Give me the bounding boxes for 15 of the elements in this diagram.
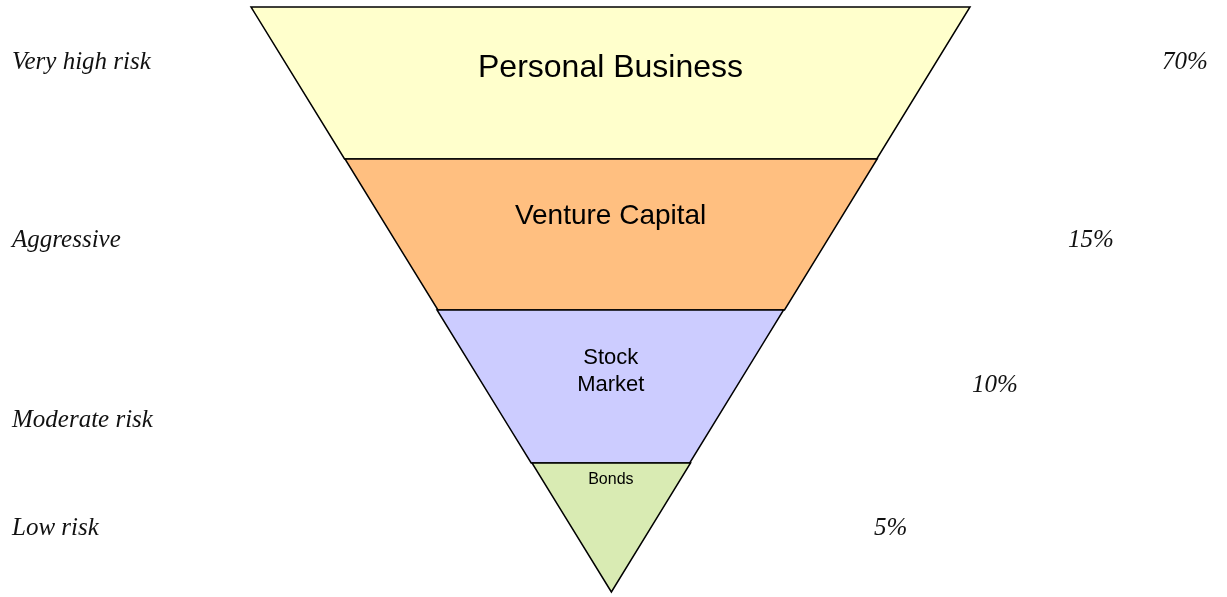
percentage-label: 5% — [874, 513, 908, 541]
pyramid-tier — [344, 159, 877, 310]
tier-label: Bonds — [587, 468, 635, 489]
risk-level-label: Moderate risk — [12, 405, 153, 433]
percentage-label: 15% — [1068, 225, 1114, 253]
tier-label: Personal Business — [477, 46, 744, 86]
risk-level-label: Very high risk — [12, 47, 151, 75]
tier-label: Venture Capital — [513, 197, 708, 232]
pyramid-tier — [251, 7, 970, 159]
percentage-label: 70% — [1162, 47, 1208, 75]
pyramid-tier — [437, 310, 785, 463]
risk-level-label: Aggressive — [12, 225, 121, 253]
tier-label: Stock Market — [576, 342, 646, 398]
risk-level-label: Low risk — [12, 513, 99, 541]
percentage-label: 10% — [972, 370, 1018, 398]
